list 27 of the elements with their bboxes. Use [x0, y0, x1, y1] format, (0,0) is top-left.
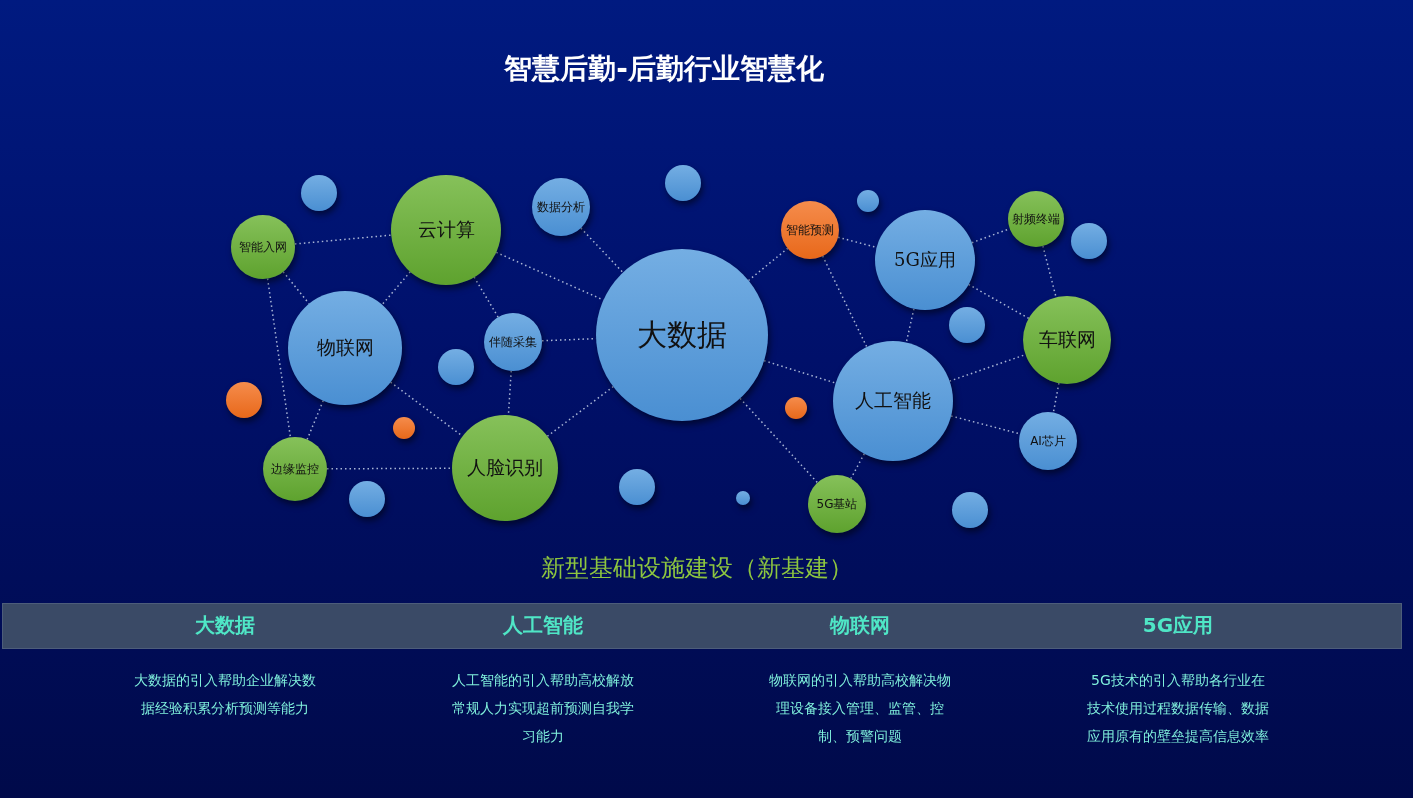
column-description: 5G技术的引入帮助各行业在技术使用过程数据传输、数据应用原有的壁垒提高信息效率	[1086, 671, 1270, 746]
connector-line	[821, 255, 868, 348]
connector-line	[546, 385, 614, 437]
connector-line	[905, 308, 915, 344]
column-description: 人工智能的引入帮助高校解放常规人力实现超前预测自我学习能力	[451, 671, 635, 746]
column-description: 物联网的引入帮助高校解决物理设备接入管理、监管、控制、预警问题	[768, 671, 952, 746]
connector-line	[473, 276, 499, 318]
connector-line	[739, 397, 819, 484]
connector-line	[326, 467, 453, 470]
connector-line	[1052, 382, 1060, 414]
column-heading: 人工智能	[502, 612, 584, 639]
connector-line	[266, 277, 292, 439]
connector-line	[306, 399, 324, 441]
connector-line	[381, 271, 411, 306]
section-heading: 新型基础设施建设（新基建）	[540, 553, 854, 584]
title: 智慧后勤-后勤行业智慧化	[503, 51, 825, 87]
connector-line	[507, 370, 512, 416]
column-heading: 大数据	[194, 612, 256, 639]
connector-line	[294, 234, 392, 245]
connector-line	[850, 452, 866, 480]
column-heading: 物联网	[828, 612, 891, 639]
connector-line	[580, 227, 624, 274]
connector-line	[967, 283, 1030, 320]
column-heading: 5G应用	[1141, 612, 1215, 639]
connector-line	[747, 247, 789, 282]
connector-line	[1042, 245, 1057, 299]
column-description: 大数据的引入帮助企业解决数据经验积累分析预测等能力	[133, 671, 317, 718]
